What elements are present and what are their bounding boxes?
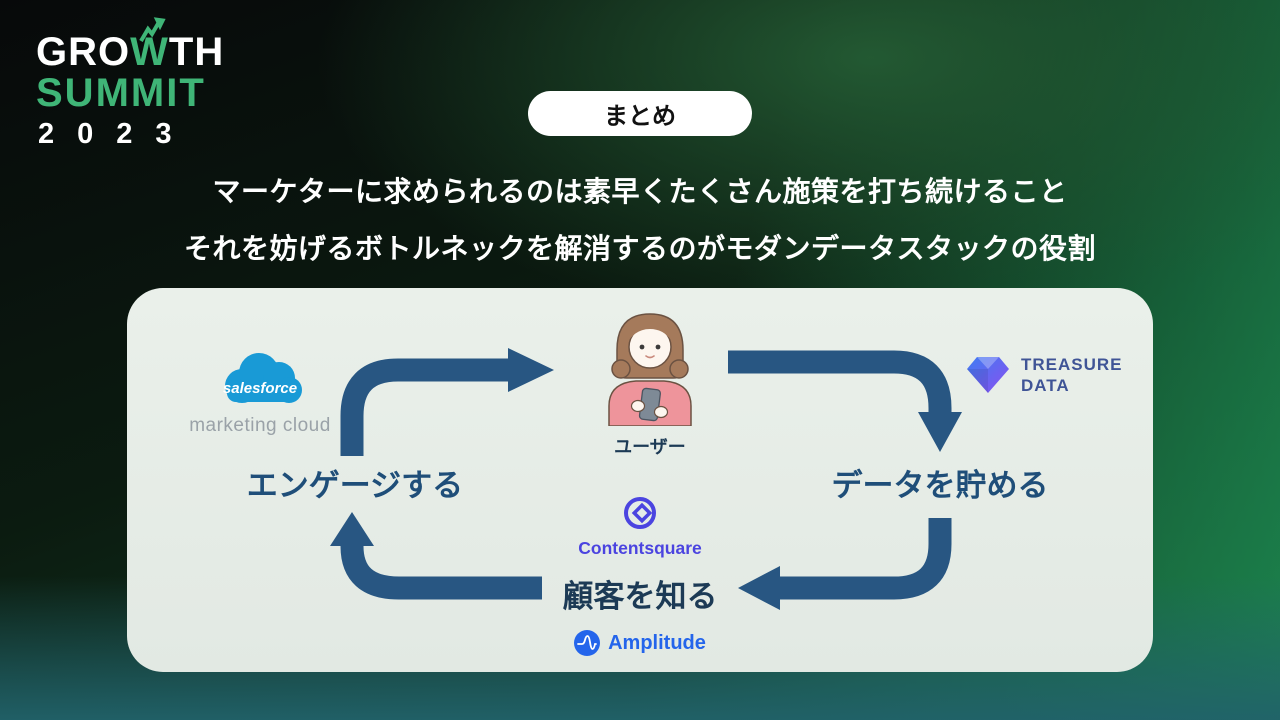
arrow-know-to-engage-icon [330, 512, 542, 600]
growth-arrow-icon [139, 17, 166, 43]
amplitude-wordmark: Amplitude [608, 631, 706, 654]
logo-line-year: 2023 [38, 117, 195, 150]
svg-text:salesforce: salesforce [223, 380, 297, 397]
user-illustration-icon [608, 313, 692, 427]
headline-line-1: マーケターに求められるのは素早くたくさん施策を打ち続けること [212, 176, 1068, 207]
salesforce-subtitle: marketing cloud [189, 415, 331, 436]
contentsquare-wordmark: Contentsquare [578, 538, 702, 558]
salesforce-marketing-cloud-logo: salesforce marketing cloud [155, 346, 365, 437]
user-figure: ユーザー [580, 306, 720, 459]
cycle-diagram-panel: salesforce marketing cloud ユーザー [127, 288, 1153, 672]
arrow-store-to-know-icon [738, 518, 952, 610]
step-know-customer-label: 顧客を知る [562, 579, 718, 614]
arrow-engage-to-user-icon [340, 348, 554, 456]
contentsquare-logo: Contentsquare [560, 494, 720, 559]
user-label: ユーザー [614, 437, 686, 457]
headline: マーケターに求められるのは素早くたくさん施策を打ち続けること それを妨げるボトル… [0, 170, 1280, 284]
treasure-data-diamond-icon [967, 357, 1009, 393]
logo-w-with-arrow: W [130, 17, 169, 73]
contentsquare-icon [624, 497, 656, 529]
headline-line-2: それを妨げるボトルネックを解消するのがモダンデータスタックの役割 [183, 233, 1096, 264]
arrow-user-to-store-icon [728, 350, 962, 452]
amplitude-logo: Amplitude [540, 630, 740, 656]
summary-badge: まとめ [528, 91, 752, 136]
step-engage-label: エンゲージする [246, 468, 464, 503]
treasure-data-wordmark: TREASURE DATA [1021, 355, 1123, 395]
salesforce-cloud-icon: salesforce [223, 353, 302, 403]
amplitude-icon [574, 630, 601, 656]
logo-line-summit: SUMMIT [36, 70, 206, 115]
treasure-data-logo: TREASURE DATA [965, 354, 1123, 396]
step-store-data-label: データを貯める [831, 468, 1049, 503]
